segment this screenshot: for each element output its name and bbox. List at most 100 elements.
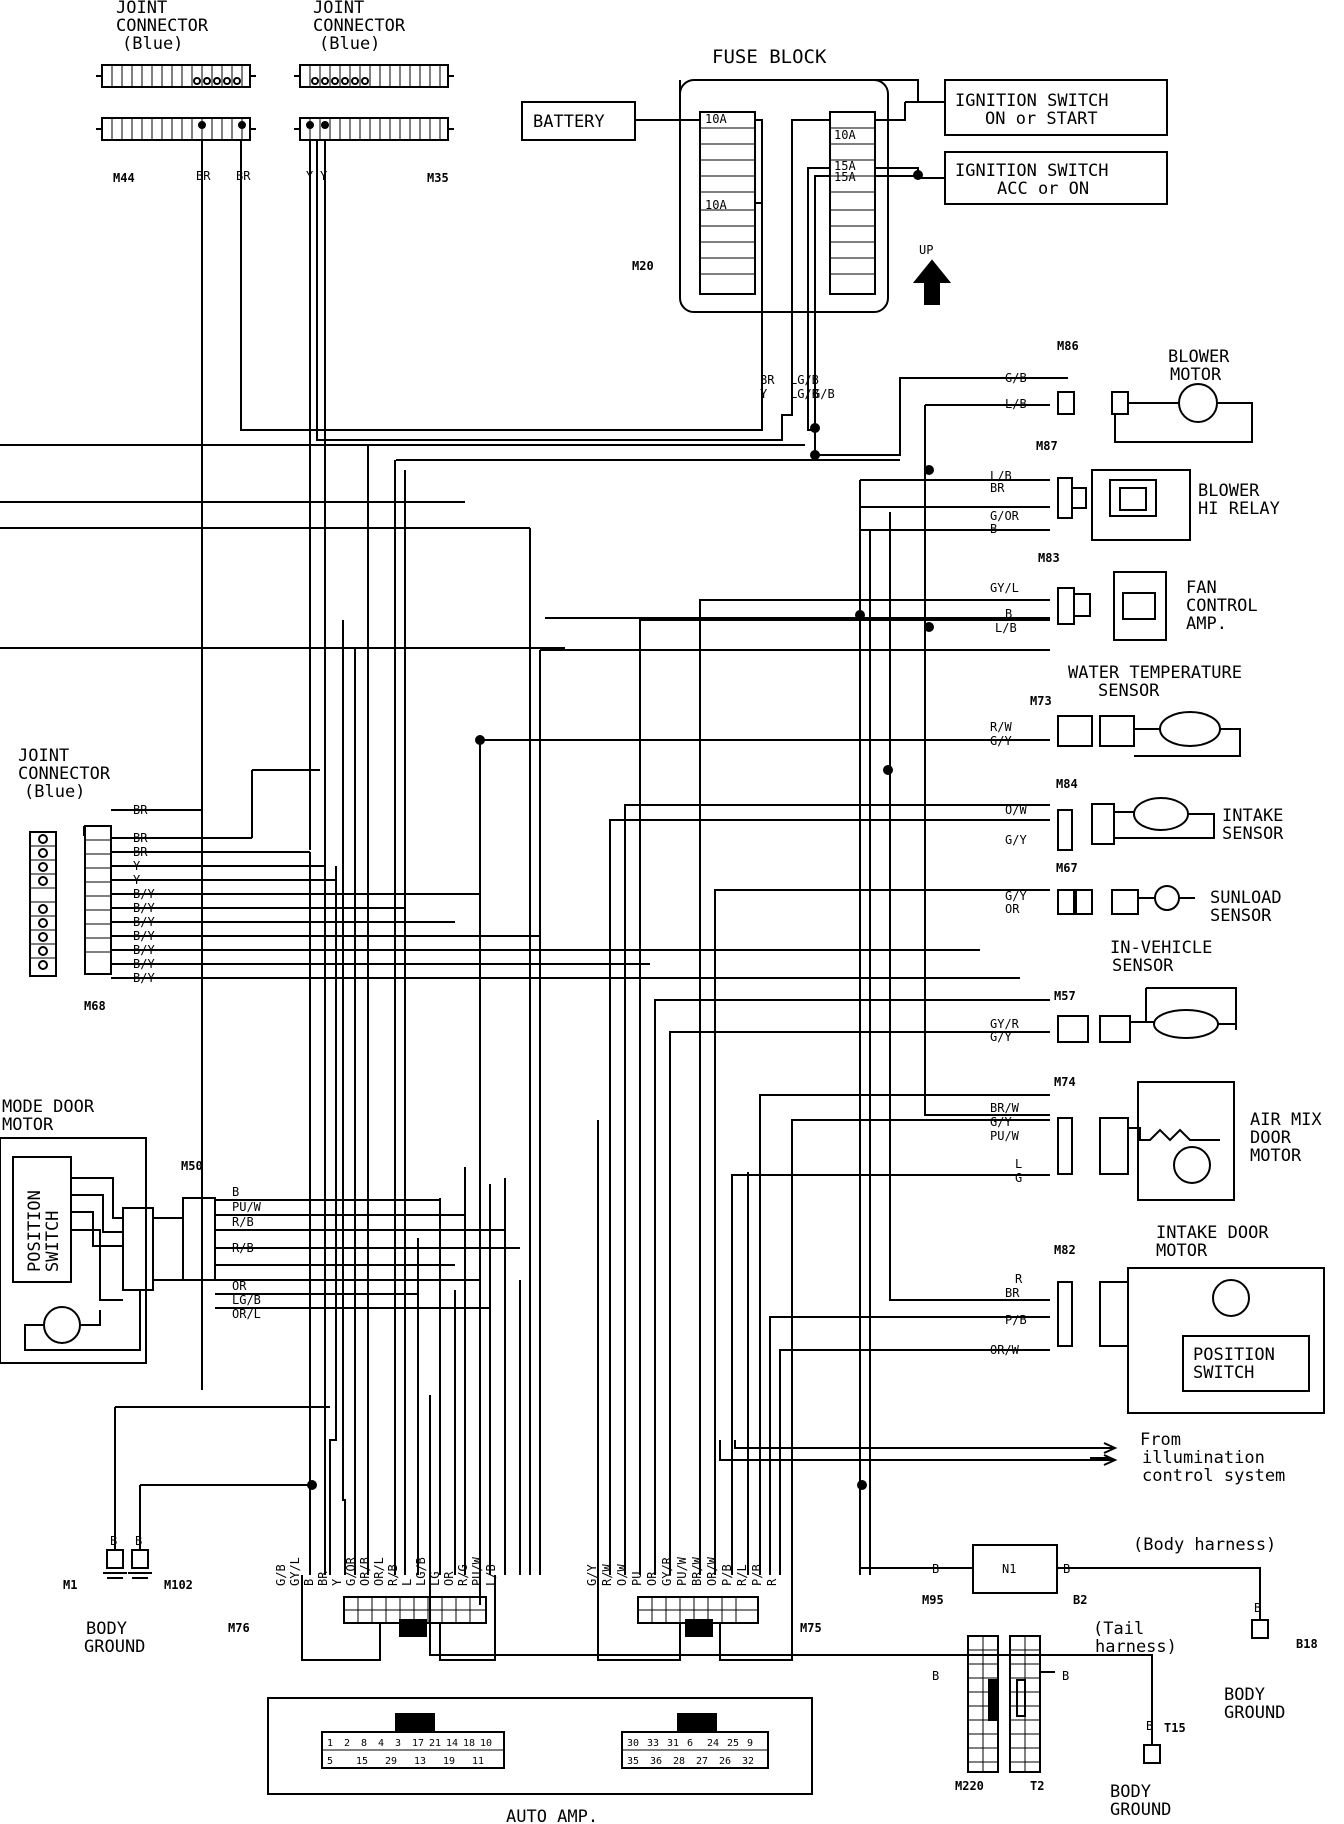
pin-left-top-6: 17 (412, 1738, 424, 1749)
m76-wire-7: OR/B (358, 1557, 372, 1586)
m83-id: M83 (1038, 551, 1060, 565)
m86-wire-1: G/B (1005, 371, 1027, 385)
m82-wire-1: R (1015, 1272, 1023, 1286)
pin-left-bottom-4: 13 (414, 1756, 426, 1767)
ign-acc-on-line1: IGNITION SWITCH (955, 161, 1109, 181)
battery-label: BATTERY (533, 112, 605, 132)
t15-label-2: GROUND (1110, 1800, 1171, 1820)
mode-door-name-1: MODE DOOR (2, 1097, 95, 1117)
m82-id: M82 (1054, 1243, 1076, 1257)
m50-wire-6: LG/B (232, 1293, 261, 1307)
blower-hi-relay-name-1: BLOWER (1198, 481, 1260, 501)
m68-wire-8: B/Y (133, 915, 155, 929)
connector-m83 (1057, 571, 1167, 641)
water-temp-name-1: WATER TEMPERATURE (1068, 663, 1242, 683)
m68-title-3: (Blue) (24, 782, 85, 802)
m76-wire-1: G/B (274, 1564, 288, 1586)
pin-left-top-8: 14 (446, 1738, 458, 1749)
m73-wire-2: G/Y (990, 734, 1012, 748)
intake-door-switch-1: POSITION (1193, 1345, 1275, 1365)
m87-wire-1: L/B (990, 469, 1012, 483)
ground-left-label-2: GROUND (84, 1637, 145, 1657)
m220-id: M220 (955, 1779, 984, 1793)
connector-m74 (1057, 1081, 1235, 1201)
fuse-wire-4: LG/B (790, 387, 819, 401)
m76-id: M76 (228, 1621, 250, 1635)
pin-left-top-9: 18 (463, 1738, 475, 1749)
blower-hi-relay-name-2: HI RELAY (1198, 499, 1280, 519)
joint-connector-m35 (294, 64, 454, 141)
in-vehicle-name-2: SENSOR (1112, 956, 1174, 976)
m74-wire-3: PU/W (990, 1129, 1020, 1143)
m75-id: M75 (800, 1621, 822, 1635)
body-harness-label: (Body harness) (1133, 1535, 1276, 1555)
mode-door-switch-2: SWITCH (43, 1211, 63, 1272)
m76-wire-2: GY/L (288, 1557, 302, 1586)
tail-harness-2: harness) (1095, 1637, 1177, 1657)
m57-wire-2: G/Y (990, 1030, 1012, 1044)
m35-wire-2: Y (320, 169, 328, 183)
intake-door-switch-2: SWITCH (1193, 1363, 1254, 1383)
m75-wire-1: G/Y (585, 1564, 599, 1586)
m50-id: M50 (181, 1159, 203, 1173)
m75-wire-2: R/W (600, 1564, 614, 1586)
mode-door-motor (0, 1137, 216, 1364)
m44-id: M44 (113, 171, 135, 185)
pin-left-bottom-3: 29 (385, 1756, 397, 1767)
fuse-wire-5: G/B (813, 387, 835, 401)
m68-wire-12: B/Y (133, 971, 155, 985)
n1-right-wire: B (1063, 1562, 1070, 1576)
pin-right-bottom-1: 35 (627, 1756, 639, 1767)
m68-wire-5: Y (133, 873, 141, 887)
t15-id: T15 (1164, 1721, 1186, 1735)
m76-wire-10: L (400, 1579, 414, 1586)
m74-wire-2: G/Y (990, 1115, 1012, 1129)
b18-label-1: BODY (1224, 1685, 1265, 1705)
fan-control-name-2: CONTROL (1186, 596, 1258, 616)
in-vehicle-name-1: IN-VEHICLE (1110, 938, 1212, 958)
pin-left-top-2: 2 (344, 1738, 350, 1749)
pin-right-top-2: 33 (647, 1738, 659, 1749)
m68-wire-6: B/Y (133, 887, 155, 901)
pin-right-bottom-3: 28 (673, 1756, 685, 1767)
m67-wire-1: G/Y (1005, 889, 1027, 903)
fuse-block-connector-id: M20 (632, 259, 654, 273)
mode-door-name-2: MOTOR (2, 1115, 54, 1135)
mode-door-switch-1: POSITION (25, 1190, 45, 1272)
fuse-5-label: 15A (834, 170, 856, 184)
m82-wire-2: BR (1005, 1286, 1020, 1300)
pin-left-bottom-6: 11 (472, 1756, 484, 1767)
m35-id: M35 (427, 171, 449, 185)
illumination-line3: control system (1142, 1466, 1285, 1486)
ground-m102 (128, 1549, 152, 1579)
m67-wire-2: OR (1005, 902, 1020, 916)
fan-control-name-3: AMP. (1186, 614, 1227, 634)
b18-label-2: GROUND (1224, 1703, 1285, 1723)
auto-amp-label: AUTO AMP. (506, 1807, 598, 1824)
pin-left-top-3: 8 (361, 1738, 367, 1749)
m68-wire-1: BR (133, 803, 148, 817)
m75-wire-8: BR/W (690, 1556, 704, 1586)
m50-wire-5: OR (232, 1279, 247, 1293)
m82-wire-4: OR/W (990, 1343, 1020, 1357)
ign-acc-on-line2: ACC or ON (997, 179, 1089, 199)
connector-m84 (1057, 797, 1215, 851)
m35-title-3: (Blue) (319, 34, 380, 54)
pin-right-top-5: 24 (707, 1738, 719, 1749)
pin-left-top-7: 21 (429, 1738, 441, 1749)
t15-label-1: BODY (1110, 1782, 1151, 1802)
m50-wire-3: R/B (232, 1215, 254, 1229)
m76-wire-6: G/OR (344, 1556, 358, 1586)
m76-wire-12: LG (428, 1572, 442, 1586)
pin-right-bottom-4: 27 (696, 1756, 708, 1767)
m68-title-2: CONNECTOR (18, 764, 111, 784)
fuse-1-label: 10A (705, 112, 727, 126)
ground-left-wire-2: B (135, 1534, 142, 1548)
pin-left-bottom-1: 5 (327, 1756, 333, 1767)
m75-wire-4: PU (630, 1572, 644, 1586)
blower-motor-name-1: BLOWER (1168, 347, 1230, 367)
fuse-wire-1: BR (760, 373, 775, 387)
intake-sensor-name-1: INTAKE (1222, 806, 1283, 826)
m44-wire-1: BR (196, 169, 211, 183)
